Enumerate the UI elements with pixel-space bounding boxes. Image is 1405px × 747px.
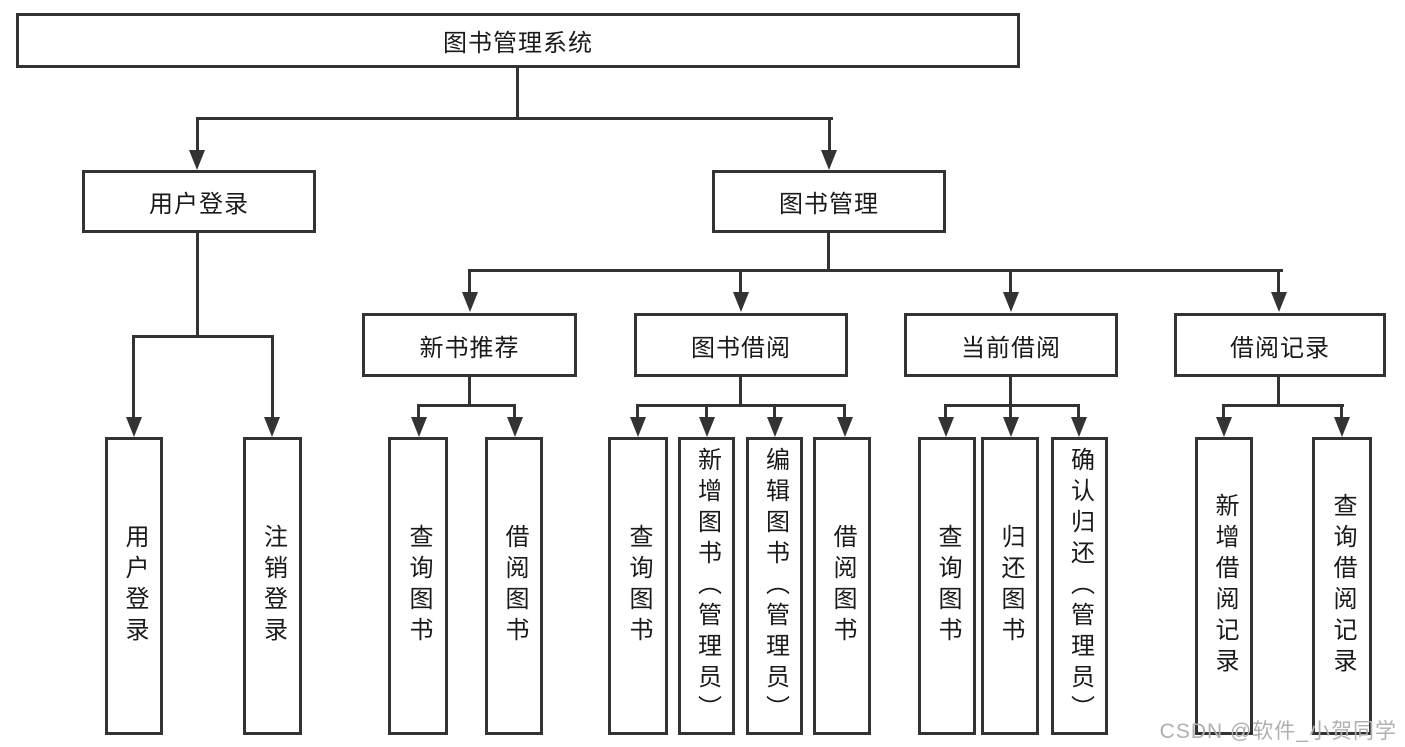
leaf-bb-borrow-label: 借阅图书 bbox=[829, 524, 856, 648]
arrow-records-icon bbox=[1271, 292, 1287, 312]
arrow-leaf-userlogin-icon bbox=[126, 417, 142, 437]
connector-bbborrow-stem bbox=[843, 404, 846, 419]
arrow-nbborrow-icon bbox=[507, 417, 523, 437]
connector-bbedit-stem bbox=[773, 404, 776, 419]
node-user-login-label: 用户登录 bbox=[149, 191, 249, 218]
leaf-bb-query-label: 查询图书 bbox=[625, 524, 652, 648]
connector-cbconfirm-stem bbox=[1077, 404, 1080, 419]
connector-newbooks-down bbox=[468, 375, 471, 407]
leaf-nb-query-label: 查询图书 bbox=[405, 524, 432, 648]
connector-borrowing-branch bbox=[636, 404, 846, 407]
connector-bradd-stem bbox=[1222, 404, 1225, 419]
node-borrowing: 图书借阅 bbox=[634, 313, 848, 377]
connector-current-branch bbox=[944, 404, 1080, 407]
leaf-cb-query: 查询图书 bbox=[918, 437, 976, 735]
arrow-bbadd-icon bbox=[699, 417, 715, 437]
connector-leaf-logout-stem bbox=[271, 335, 274, 419]
leaf-cb-query-label: 查询图书 bbox=[934, 524, 961, 648]
connector-leaf-userlogin-stem bbox=[132, 335, 135, 419]
node-records-label: 借阅记录 bbox=[1230, 334, 1330, 362]
leaf-bb-edit-label: 编辑图书（管理员） bbox=[761, 446, 789, 726]
arrow-bbquery-icon bbox=[630, 417, 646, 437]
connector-root-branch bbox=[196, 117, 833, 120]
arrow-bradd-icon bbox=[1216, 417, 1232, 437]
connector-bookmgmt-stem bbox=[828, 117, 831, 153]
node-book-mgmt-label: 图书管理 bbox=[779, 191, 879, 218]
leaf-nb-borrow: 借阅图书 bbox=[485, 437, 543, 735]
leaf-cb-return: 归还图书 bbox=[981, 437, 1039, 735]
arrow-brquery-icon bbox=[1334, 417, 1350, 437]
node-current: 当前借阅 bbox=[904, 313, 1118, 377]
arrow-bbedit-icon bbox=[767, 417, 783, 437]
connector-newbooks-branch bbox=[417, 404, 516, 407]
node-user-login: 用户登录 bbox=[82, 170, 316, 233]
leaf-user-login-label: 用户登录 bbox=[121, 524, 148, 648]
connector-records-stem bbox=[1277, 269, 1280, 294]
arrow-bbborrow-icon bbox=[837, 417, 853, 437]
connector-current-down bbox=[1009, 375, 1012, 407]
arrow-current-icon bbox=[1003, 292, 1019, 312]
connector-nbquery-stem bbox=[417, 404, 420, 419]
leaf-br-query-label: 查询借阅记录 bbox=[1329, 493, 1356, 679]
node-borrowing-label: 图书借阅 bbox=[691, 334, 791, 362]
node-new-books: 新书推荐 bbox=[362, 313, 577, 377]
connector-nbborrow-stem bbox=[513, 404, 516, 419]
connector-borrowing-stem bbox=[739, 269, 742, 294]
connector-root-stem bbox=[516, 66, 519, 120]
arrow-nbquery-icon bbox=[411, 417, 427, 437]
connector-borrowing-down bbox=[739, 375, 742, 407]
leaf-cb-return-label: 归还图书 bbox=[997, 524, 1024, 648]
leaf-logout-label: 注销登录 bbox=[259, 524, 287, 648]
connector-current-stem bbox=[1009, 269, 1012, 294]
node-book-mgmt: 图书管理 bbox=[712, 170, 946, 233]
arrow-userlogin-icon bbox=[189, 150, 205, 170]
leaf-nb-query: 查询图书 bbox=[388, 437, 448, 735]
connector-bbquery-stem bbox=[636, 404, 639, 419]
leaf-bb-add-label: 新增图书（管理员） bbox=[693, 446, 721, 726]
leaf-br-add-label: 新增借阅记录 bbox=[1211, 493, 1238, 679]
connector-bbadd-stem bbox=[705, 404, 708, 419]
connector-cbreturn-stem bbox=[1009, 404, 1012, 419]
leaf-bb-query: 查询图书 bbox=[608, 437, 668, 735]
connector-cbquery-stem bbox=[944, 404, 947, 419]
connector-bookmgmt-down bbox=[827, 231, 830, 272]
connector-records-down bbox=[1277, 375, 1280, 407]
connector-bookmgmt-branch bbox=[468, 269, 1283, 272]
leaf-user-login: 用户登录 bbox=[105, 437, 163, 735]
arrow-cbquery-icon bbox=[938, 417, 954, 437]
arrow-newbooks-icon bbox=[462, 292, 478, 312]
leaf-bb-borrow: 借阅图书 bbox=[813, 437, 871, 735]
leaf-br-query: 查询借阅记录 bbox=[1312, 437, 1372, 735]
node-root-label: 图书管理系统 bbox=[443, 30, 593, 57]
leaf-bb-add: 新增图书（管理员） bbox=[678, 437, 735, 735]
node-records: 借阅记录 bbox=[1174, 313, 1386, 377]
leaf-cb-confirm: 确认归还（管理员） bbox=[1051, 437, 1108, 735]
node-new-books-label: 新书推荐 bbox=[419, 334, 520, 362]
arrow-borrowing-icon bbox=[733, 292, 749, 312]
connector-records-branch bbox=[1222, 404, 1344, 407]
leaf-logout: 注销登录 bbox=[243, 437, 302, 735]
arrow-cbreturn-icon bbox=[1003, 417, 1019, 437]
connector-userlogin-branch bbox=[132, 335, 274, 338]
arrow-bookmgmt-icon bbox=[821, 150, 837, 170]
leaf-br-add: 新增借阅记录 bbox=[1195, 437, 1253, 735]
connector-userlogin-stem bbox=[196, 117, 199, 153]
node-root: 图书管理系统 bbox=[16, 13, 1020, 68]
node-current-label: 当前借阅 bbox=[961, 334, 1061, 362]
leaf-cb-confirm-label: 确认归还（管理员） bbox=[1066, 446, 1094, 726]
connector-newbooks-stem bbox=[468, 269, 471, 294]
leaf-bb-edit: 编辑图书（管理员） bbox=[746, 437, 803, 735]
arrow-leaf-logout-icon bbox=[264, 417, 280, 437]
connector-userlogin-down bbox=[196, 231, 199, 338]
arrow-cbconfirm-icon bbox=[1071, 417, 1087, 437]
leaf-nb-borrow-label: 借阅图书 bbox=[501, 524, 528, 648]
connector-brquery-stem bbox=[1340, 404, 1343, 419]
